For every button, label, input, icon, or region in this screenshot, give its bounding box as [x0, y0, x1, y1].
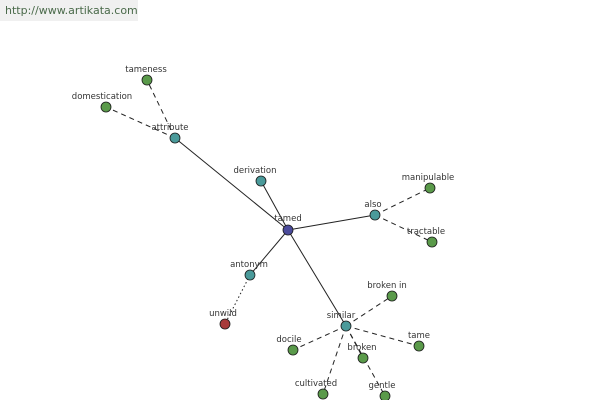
- edge-tamed-antonym: [249, 229, 289, 276]
- edge-also-manipulable: [374, 187, 431, 216]
- node-attribute[interactable]: [169, 132, 181, 144]
- label-tame[interactable]: tame: [408, 331, 430, 341]
- label-unwild[interactable]: unwild: [209, 309, 237, 319]
- edge-similar-broken-in: [345, 295, 393, 327]
- label-broken[interactable]: broken: [347, 343, 376, 353]
- label-also[interactable]: also: [364, 200, 381, 210]
- node-domestication[interactable]: [100, 101, 112, 113]
- label-cultivated[interactable]: cultivated: [295, 379, 337, 389]
- node-broken-in[interactable]: [386, 290, 398, 302]
- node-tamed[interactable]: [282, 224, 294, 236]
- edge-tamed-derivation: [260, 180, 289, 231]
- node-antonym[interactable]: [244, 269, 256, 281]
- node-manipulable[interactable]: [424, 182, 436, 194]
- labels: tamed attribute derivation also antonym …: [72, 65, 454, 391]
- label-attribute[interactable]: attribute: [151, 123, 188, 133]
- label-domestication[interactable]: domestication: [72, 92, 132, 102]
- nodes: [100, 74, 438, 400]
- label-broken-in[interactable]: broken in: [367, 281, 407, 291]
- label-antonym[interactable]: antonym: [230, 260, 268, 270]
- edge-attribute-tameness: [146, 79, 176, 139]
- label-manipulable[interactable]: manipulable: [402, 173, 455, 183]
- label-derivation[interactable]: derivation: [233, 166, 276, 176]
- label-similar[interactable]: similar: [327, 311, 356, 321]
- node-also[interactable]: [369, 209, 381, 221]
- edge-attribute-domestication: [105, 106, 176, 139]
- edges: [105, 79, 433, 397]
- label-tamed[interactable]: tamed: [274, 214, 301, 224]
- edge-tamed-similar: [287, 229, 347, 327]
- site-url-banner[interactable]: http://www.artikata.com: [0, 0, 138, 21]
- node-derivation[interactable]: [255, 175, 267, 187]
- node-similar[interactable]: [340, 320, 352, 332]
- edge-similar-cultivated: [322, 325, 347, 395]
- node-tractable[interactable]: [426, 236, 438, 248]
- node-docile[interactable]: [287, 344, 299, 356]
- node-tame[interactable]: [413, 340, 425, 352]
- node-broken[interactable]: [357, 352, 369, 364]
- node-cultivated[interactable]: [317, 388, 329, 400]
- edge-similar-docile: [292, 325, 347, 351]
- node-tameness[interactable]: [141, 74, 153, 86]
- node-unwild[interactable]: [219, 318, 231, 330]
- edge-tamed-also: [287, 214, 376, 231]
- label-tameness[interactable]: tameness: [125, 65, 167, 75]
- edge-also-tractable: [374, 214, 433, 243]
- node-gentle[interactable]: [379, 390, 391, 400]
- label-tractable[interactable]: tractable: [407, 227, 445, 237]
- edge-antonym-unwild: [224, 274, 251, 325]
- edge-tamed-attribute: [174, 137, 289, 231]
- label-docile[interactable]: docile: [276, 335, 301, 345]
- label-gentle[interactable]: gentle: [369, 381, 396, 391]
- edge-similar-tame: [345, 325, 420, 347]
